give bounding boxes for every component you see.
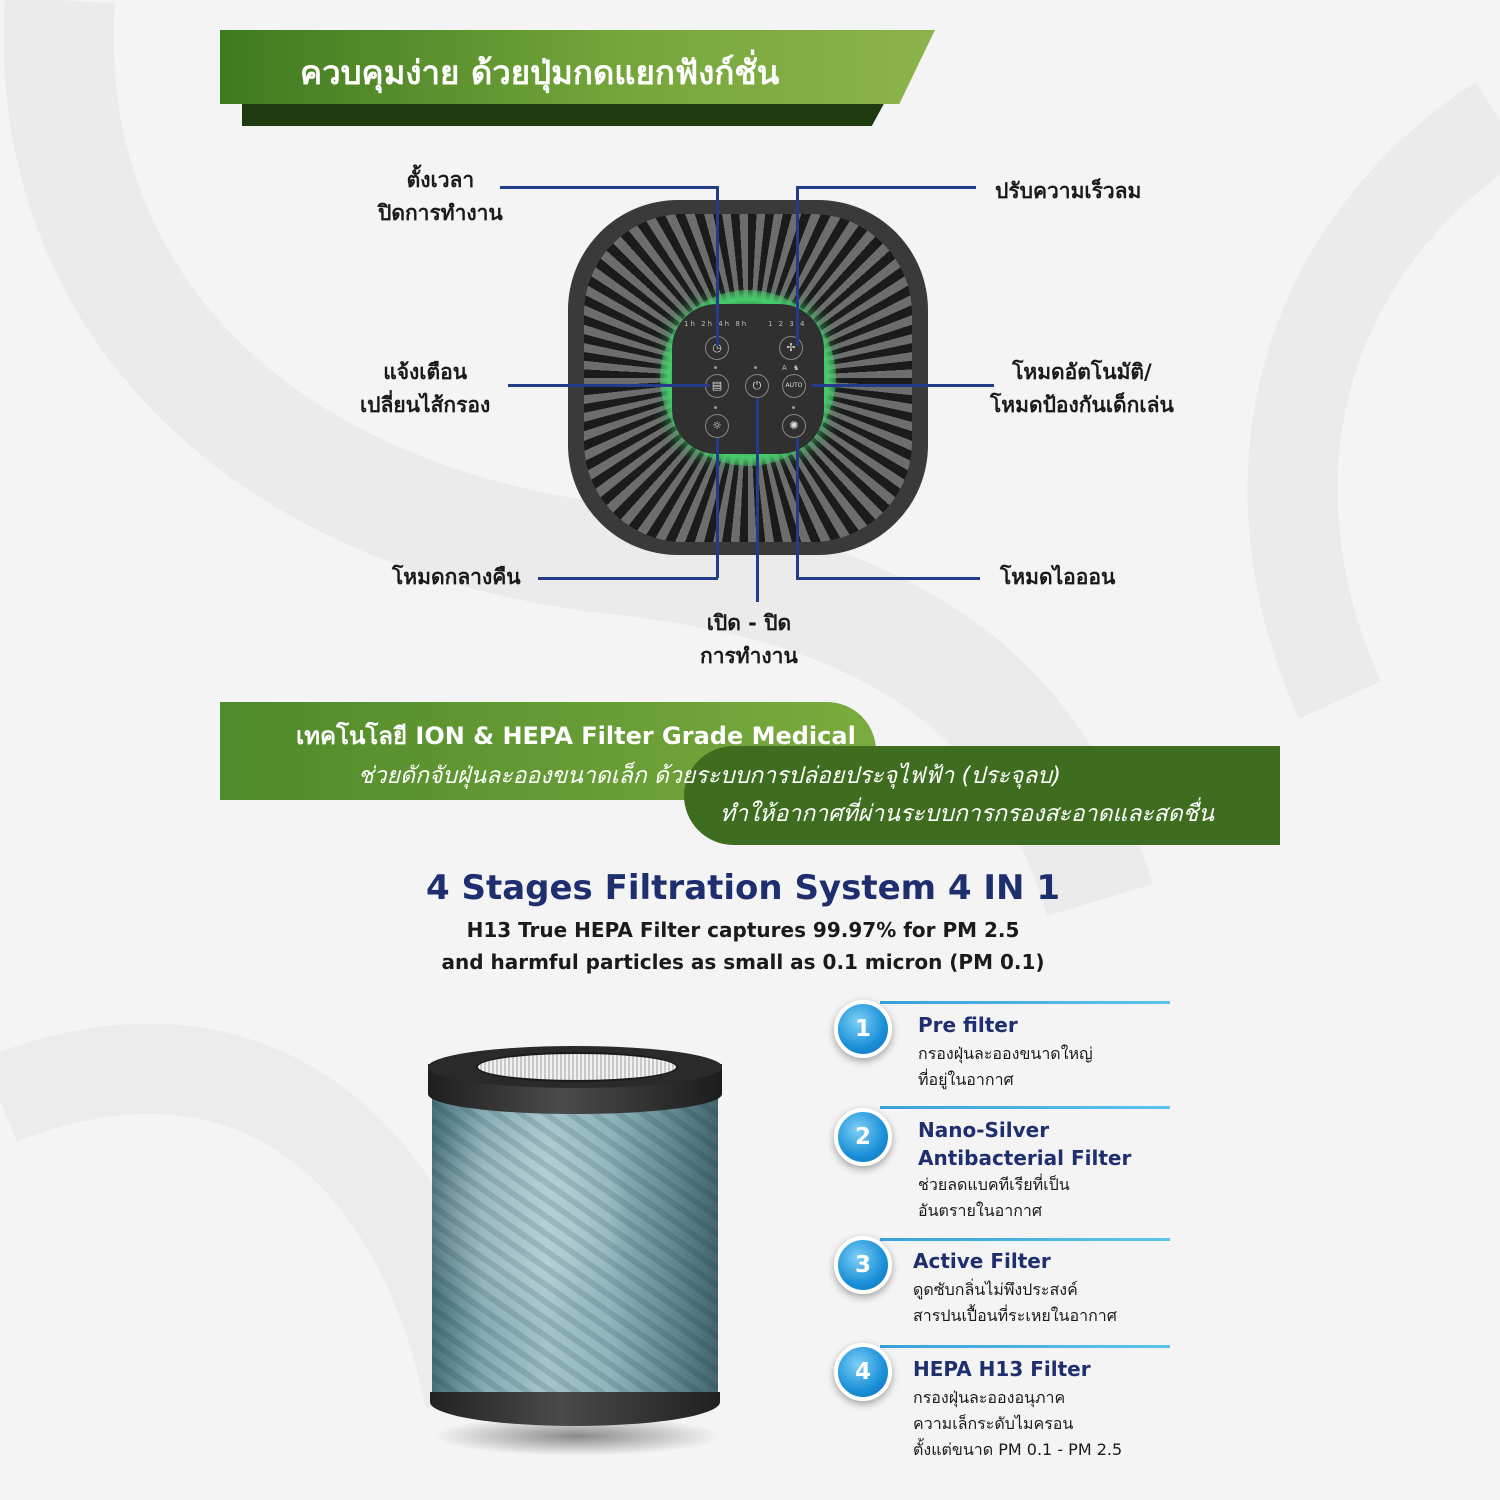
stage-3-desc-line2: สารปนเปื้อนที่ระเหยในอากาศ: [913, 1306, 1117, 1325]
tech-banner-line2: ทำให้อากาศที่ผ่านระบบการกรองสะอาดและสดชื…: [720, 801, 1214, 827]
auto-mode-label: โหมดอัตโนมัติ/ โหมดป้องกันเด็กเล่น: [990, 356, 1174, 422]
timer-label-line2: ปิดการทำงาน: [378, 201, 503, 225]
speed-callout-line: [796, 186, 799, 346]
auto-callout-line: [812, 384, 994, 387]
indicator-dot: [754, 366, 757, 369]
stage-2-desc-line2: อันตรายในอากาศ: [918, 1201, 1043, 1220]
tech-banner-title: เทคโนโลยี ION & HEPA Filter Grade Medica…: [296, 722, 856, 750]
timer-callout-line: [716, 186, 719, 346]
speed-callout-line: [796, 186, 976, 189]
stage-divider: [880, 1345, 1170, 1348]
power-button[interactable]: ⏻: [745, 374, 769, 398]
stage-3-name: Active Filter: [913, 1249, 1051, 1273]
stage-2-name-line2: Antibacterial Filter: [918, 1146, 1132, 1170]
timer-label: ตั้งเวลา ปิดการทำงาน: [378, 164, 503, 230]
stage-1-desc-line2: ที่อยู่ในอากาศ: [918, 1070, 1014, 1089]
stage-1-desc: กรองฝุ่นละอองขนาดใหญ่ ที่อยู่ในอากาศ: [918, 1041, 1093, 1093]
stage-3-desc: ดูดซับกลิ่นไม่พึงประสงค์ สารปนเปื้อนที่ร…: [913, 1277, 1117, 1329]
auto-indicators: A ♞: [782, 364, 802, 372]
stage-2-desc: ช่วยลดแบคทีเรียที่เป็น อันตรายในอากาศ: [918, 1172, 1070, 1224]
tech-banner-line1: ช่วยดักจับฝุ่นละอองขนาดเล็ก ด้วยระบบการป…: [358, 763, 1061, 789]
indicator-dot: [714, 406, 717, 409]
filter-texture: [432, 1084, 718, 1414]
timer-label-line1: ตั้งเวลา: [406, 168, 475, 192]
power-callout-line: [756, 398, 759, 602]
auto-label: AUTO: [785, 382, 803, 389]
control-banner: [220, 30, 935, 104]
stages-title: 4 Stages Filtration System 4 IN 1: [425, 868, 1060, 908]
stage-4-desc: กรองฝุ่นละอองอนุภาค ความเล็กระดับไมครอน …: [913, 1385, 1122, 1463]
auto-mode-line2: โหมดป้องกันเด็กเล่น: [990, 393, 1174, 417]
night-mode-label: โหมดกลางคืน: [392, 565, 521, 589]
stage-2-name-line1: Nano-Silver: [918, 1118, 1050, 1142]
stages-subtitle-1: H13 True HEPA Filter captures 99.97% for…: [466, 918, 1020, 942]
stage-4-name: HEPA H13 Filter: [913, 1357, 1091, 1381]
speed-indicators: 1 2 3 4: [768, 320, 807, 328]
power-label-line1: เปิด - ปิด: [706, 611, 792, 635]
auto-mode-button[interactable]: AUTO: [782, 374, 806, 398]
control-banner-title: ควบคุมง่าย ด้วยปุ่มกดแยกฟังก์ชั่น: [300, 53, 780, 92]
stage-4-desc-line3: ตั้งแต่ขนาด PM 0.1 - PM 2.5: [913, 1440, 1123, 1459]
ion-mode-button[interactable]: ✺: [782, 414, 806, 438]
stage-number-4: 4: [834, 1343, 892, 1401]
filter-alert-line2: เปลี่ยนไส้กรอง: [360, 393, 491, 417]
filter-alert-line1: แจ้งเตือน: [383, 360, 468, 384]
stage-divider: [880, 1106, 1170, 1109]
filter-alert-label: แจ้งเตือน เปลี่ยนไส้กรอง: [360, 356, 490, 422]
control-panel: 1h 2h 4h 8h 1 2 3 4 ◷ ✢ A ♞ ▤ ⏻ AUTO ☼ ✺: [672, 304, 824, 454]
filter-cylinder: [432, 1084, 718, 1414]
stage-number-1: 1: [834, 1000, 892, 1058]
stage-3-desc-line1: ดูดซับกลิ่นไม่พึงประสงค์: [913, 1280, 1078, 1299]
ion-callout-line: [796, 577, 980, 580]
timer-callout-line: [500, 186, 718, 189]
stage-2-name: Nano-Silver Antibacterial Filter: [918, 1116, 1131, 1172]
stage-number-2: 2: [834, 1108, 892, 1166]
night-callout-line: [538, 577, 718, 580]
stage-1-desc-line1: กรองฝุ่นละอองขนาดใหญ่: [918, 1044, 1093, 1063]
fan-speed-label: ปรับความเร็วลม: [995, 179, 1142, 203]
stage-4-desc-line2: ความเล็กระดับไมครอน: [913, 1414, 1074, 1433]
filter-hepa-core: [476, 1052, 678, 1082]
stages-subtitle-2: and harmful particles as small as 0.1 mi…: [441, 950, 1045, 974]
stage-divider: [880, 1001, 1170, 1004]
timer-indicators: 1h 2h 4h 8h: [684, 320, 749, 328]
tech-banner-dark: [684, 746, 1280, 845]
auto-mode-line1: โหมดอัตโนมัติ/: [1012, 360, 1152, 384]
indicator-dot: [792, 406, 795, 409]
night-callout-line: [716, 438, 719, 578]
power-label: เปิด - ปิด การทำงาน: [700, 607, 798, 673]
stage-1-name: Pre filter: [918, 1013, 1018, 1037]
stage-4-desc-line1: กรองฝุ่นละอองอนุภาค: [913, 1388, 1066, 1407]
ion-mode-label: โหมดไอออน: [1000, 565, 1116, 589]
fan-speed-button[interactable]: ✢: [779, 336, 803, 360]
stage-number-3: 3: [834, 1236, 892, 1294]
power-label-line2: การทำงาน: [700, 644, 798, 668]
filter-callout-line: [508, 384, 710, 387]
indicator-dot: [714, 366, 717, 369]
stage-2-desc-line1: ช่วยลดแบคทีเรียที่เป็น: [918, 1175, 1070, 1194]
stage-divider: [880, 1238, 1170, 1241]
ion-callout-line: [796, 438, 799, 578]
night-mode-button[interactable]: ☼: [705, 414, 729, 438]
